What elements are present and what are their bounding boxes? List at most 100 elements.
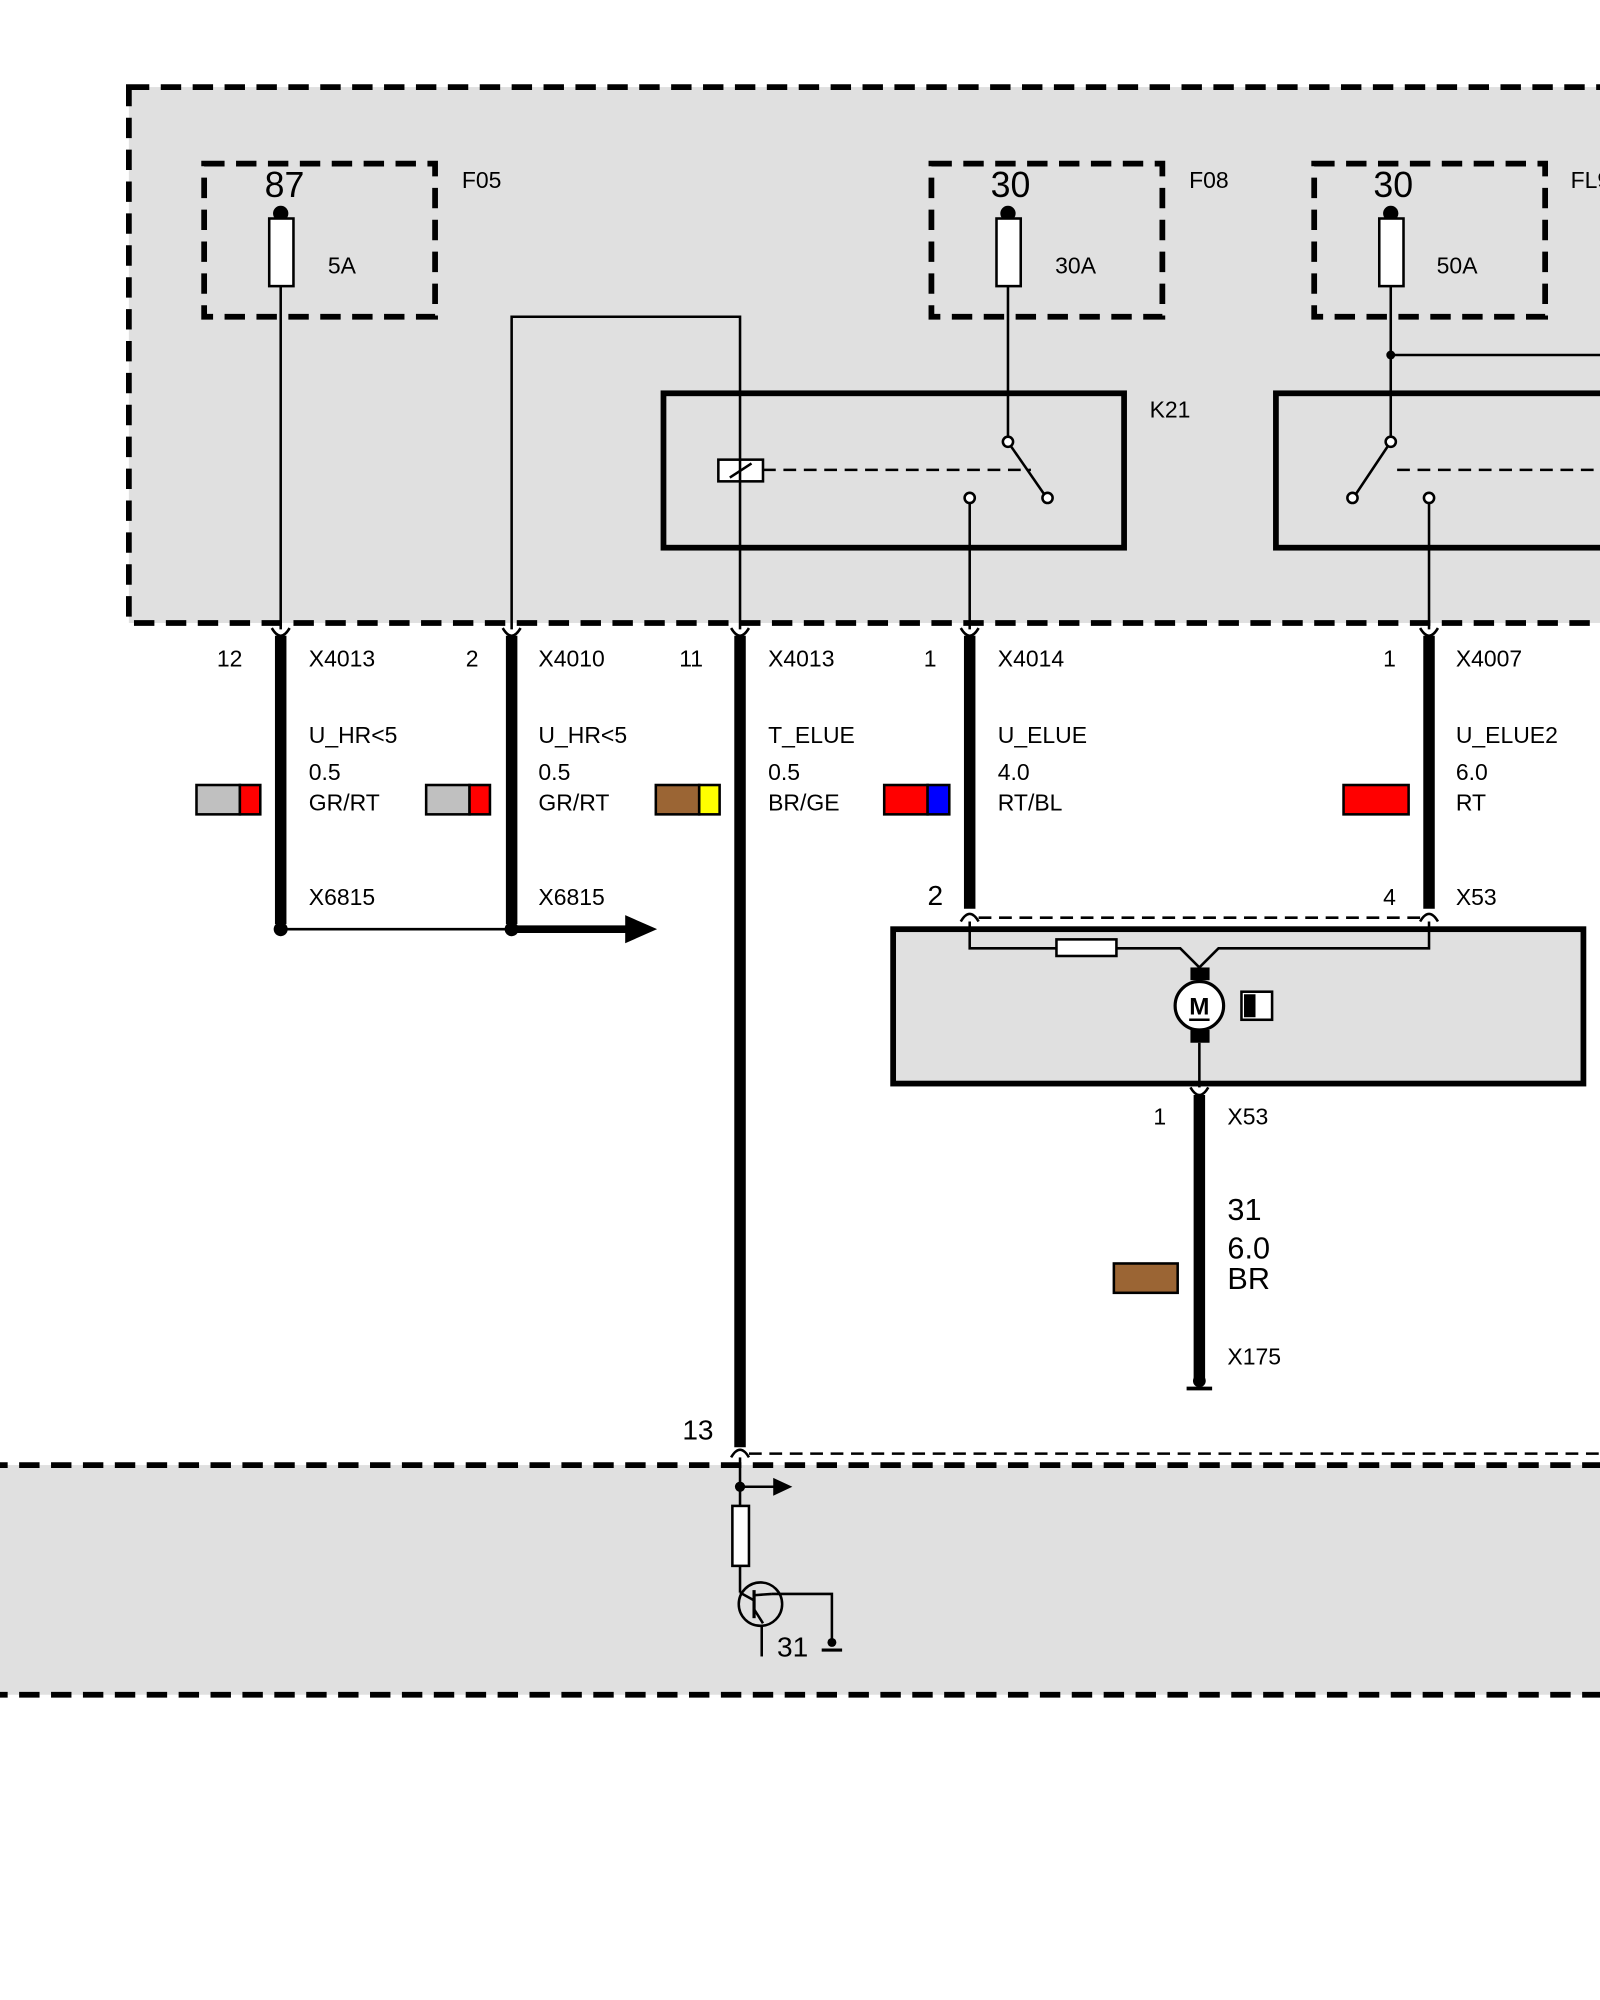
signal-name: T_ELUE [768, 722, 855, 748]
signal-name: U_HR<5 [538, 722, 627, 748]
relay-k21: K21 [660, 390, 1191, 551]
motor-bottom-connector: X53 [1227, 1103, 1268, 1129]
ground-icon [821, 1637, 843, 1652]
motor-box [890, 926, 1587, 1087]
signal-name: U_ELUE2 [1456, 722, 1558, 748]
upper-control-module: 87 5A F05 30 30A F08 30 50A FL9 K21 [125, 84, 1600, 630]
connector-label: X4007 [1456, 645, 1522, 671]
splice-label: X6815 [309, 884, 375, 910]
fuse-f08-rating: 30A [1055, 252, 1097, 278]
ground-terminal-label: 31 [1227, 1193, 1261, 1227]
fuse-fl9-rating: 50A [1437, 252, 1479, 278]
wire-size: 0.5 [538, 759, 570, 785]
swatch-primary [654, 783, 701, 816]
color-swatch [195, 783, 262, 816]
lower-module-pin: 13 [682, 1415, 713, 1446]
harness: 12 X4013 U_HR<5 0.5 GR/RT X6815 2 X4010 … [195, 627, 1558, 1448]
swatch-primary [1342, 783, 1410, 816]
signal-arrow-icon [773, 1477, 793, 1496]
wire-label-group-1: 12 X4013 U_HR<5 0.5 GR/RT X6815 [195, 645, 398, 910]
signal-name: U_ELUE [998, 722, 1087, 748]
motor-terminal-bottom [1190, 1029, 1210, 1043]
fuse-fl9-boundary [1311, 160, 1549, 320]
wire-size: 0.5 [309, 759, 341, 785]
transistor-collector [739, 1591, 755, 1602]
wire-label-group-2: 2 X4010 U_HR<5 0.5 GR/RT X6815 [424, 645, 627, 910]
motor-pin-left: 2 [927, 880, 943, 911]
swatch-primary [424, 783, 471, 816]
swatch-stripe [926, 783, 951, 816]
color-swatch [1112, 1262, 1179, 1295]
junction-dot [1386, 350, 1396, 360]
wire-size: 4.0 [998, 759, 1030, 785]
wire-size: 0.5 [768, 759, 800, 785]
connector-label: X4014 [998, 645, 1065, 671]
connector-label: X4010 [538, 645, 604, 671]
lower-module-background [0, 1465, 1600, 1695]
upper-module-boundary [125, 84, 1600, 626]
wire-relay-coil [510, 315, 742, 630]
signal-name: U_HR<5 [309, 722, 398, 748]
color-swatch [424, 783, 492, 816]
relay2-switch-blade [1353, 444, 1390, 497]
wire-color-code: RT/BL [998, 790, 1063, 816]
relay-second-box [1273, 390, 1600, 551]
pin-number: 1 [1383, 645, 1396, 671]
motor-symbol: M [1189, 994, 1209, 1021]
motor-module: 2 4 X53 M 1 X53 31 6.0 BR X175 [890, 880, 1587, 1391]
fuse-fl9-label: FL9 [1571, 167, 1600, 193]
lower-ground-wire [771, 1592, 834, 1642]
lower-control-module: 13 31 [0, 1415, 1600, 1698]
wire-color-code: GR/RT [538, 790, 609, 816]
motor-internal-wire [1116, 947, 1201, 969]
relay-k21-label: K21 [1150, 397, 1191, 423]
relay-contact-output [963, 491, 977, 505]
connector-label: X4013 [768, 645, 834, 671]
motor-connector: X53 [1456, 884, 1497, 910]
fuse-f05-element [267, 217, 295, 288]
pin-number: 12 [217, 645, 243, 671]
connector-fork-icon [729, 1448, 751, 1459]
transistor-icon [737, 1581, 784, 1657]
connector-label: X4013 [309, 645, 375, 671]
motor-terminal-top [1190, 967, 1210, 981]
connector-fork-icon [959, 912, 980, 923]
pin-number: 2 [466, 645, 479, 671]
polarity-fill [1244, 994, 1256, 1018]
swatch-primary [882, 783, 929, 816]
fuse-f05-label: F05 [462, 167, 502, 193]
splice-x6815 [273, 915, 658, 944]
swatch-primary [195, 783, 242, 816]
relay-k21-box [660, 390, 1127, 551]
relay-second [1273, 390, 1600, 551]
motor-polarity-icon [1240, 990, 1274, 1022]
fuse-f08-label: F08 [1189, 167, 1229, 193]
ground-dot [827, 1637, 837, 1647]
color-swatch [654, 783, 721, 816]
motor-internal-wire [1198, 921, 1431, 969]
connector-forks [270, 627, 1440, 637]
transistor-lead [753, 1592, 773, 1597]
motor-bottom-pin: 1 [1153, 1103, 1166, 1129]
splice-label: X6815 [538, 884, 604, 910]
ground-icon [1186, 1374, 1213, 1391]
wire-size: 6.0 [1456, 759, 1488, 785]
ground-wire-size: 6.0 [1227, 1231, 1270, 1265]
wire-label-group-5: 1 X4007 U_ELUE2 6.0 RT [1342, 645, 1558, 816]
ground-dot [1192, 1374, 1206, 1388]
swatch-stripe [238, 783, 262, 816]
pin-number: 11 [679, 645, 703, 671]
fuse-f05-rating: 5A [328, 252, 357, 278]
fuse-f05: 87 5A F05 [201, 160, 502, 320]
motor-icon [1173, 979, 1226, 1032]
fuse-f08-terminal: 30 [991, 165, 1031, 205]
wire-color-code: GR/RT [309, 790, 380, 816]
connector-fork-icon [1189, 1086, 1210, 1097]
motor-resistor [1055, 938, 1118, 958]
ground-point-label: X175 [1227, 1343, 1281, 1369]
color-swatch [1342, 783, 1410, 816]
wire-color-code: BR/GE [768, 790, 839, 816]
swatch-stripe [468, 783, 492, 816]
fuse-f08-boundary [928, 160, 1166, 320]
